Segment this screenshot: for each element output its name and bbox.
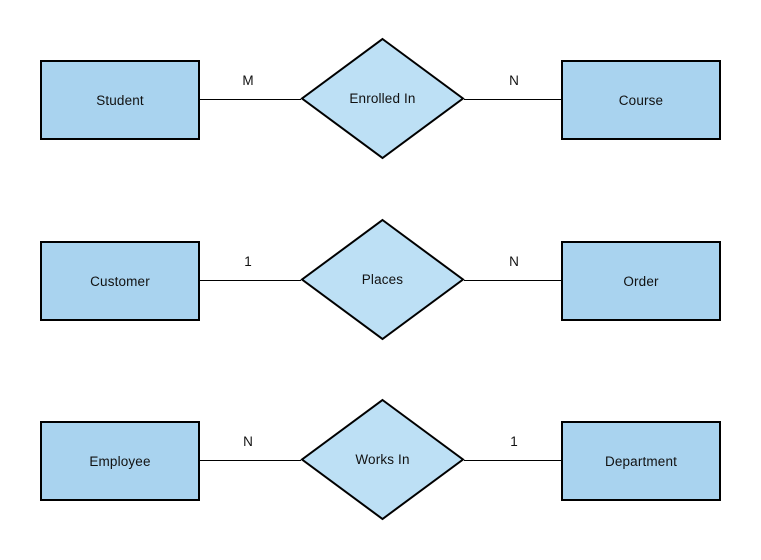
entity-label: Student: [96, 92, 144, 108]
er-relationship-row: Student M Enrolled In N Course: [0, 9, 761, 189]
cardinality-label-left: N: [243, 434, 253, 449]
er-relationship-row: Employee N Works In 1 Department: [0, 370, 761, 550]
entity-node[interactable]: Course: [561, 60, 721, 140]
entity-node[interactable]: Department: [561, 421, 721, 501]
connector-line-left: [200, 280, 301, 281]
connector-line-left: [200, 460, 301, 461]
connector-line-left: [200, 99, 301, 100]
entity-node[interactable]: Employee: [40, 421, 200, 501]
connector-line-right: [464, 280, 562, 281]
entity-label: Department: [604, 453, 678, 469]
entity-label: Employee: [89, 453, 151, 469]
entity-label: Course: [618, 92, 664, 108]
entity-node[interactable]: Student: [40, 60, 200, 140]
cardinality-label-right: 1: [510, 434, 518, 449]
connector-line-right: [464, 460, 562, 461]
cardinality-label-left: M: [242, 73, 254, 88]
entity-node[interactable]: Customer: [40, 241, 200, 321]
diamond-shape: [300, 218, 465, 341]
entity-label: Customer: [90, 273, 150, 289]
diamond-shape: [300, 398, 465, 521]
cardinality-label-right: N: [509, 254, 519, 269]
relationship-node[interactable]: Works In: [300, 398, 465, 521]
diamond-shape: [300, 37, 465, 160]
cardinality-label-left: 1: [244, 254, 252, 269]
relationship-node[interactable]: Places: [300, 218, 465, 341]
entity-node[interactable]: Order: [561, 241, 721, 321]
entity-label: Order: [623, 273, 659, 289]
relationship-node[interactable]: Enrolled In: [300, 37, 465, 160]
cardinality-label-right: N: [509, 73, 519, 88]
connector-line-right: [464, 99, 562, 100]
er-relationship-row: Customer 1 Places N Order: [0, 190, 761, 370]
